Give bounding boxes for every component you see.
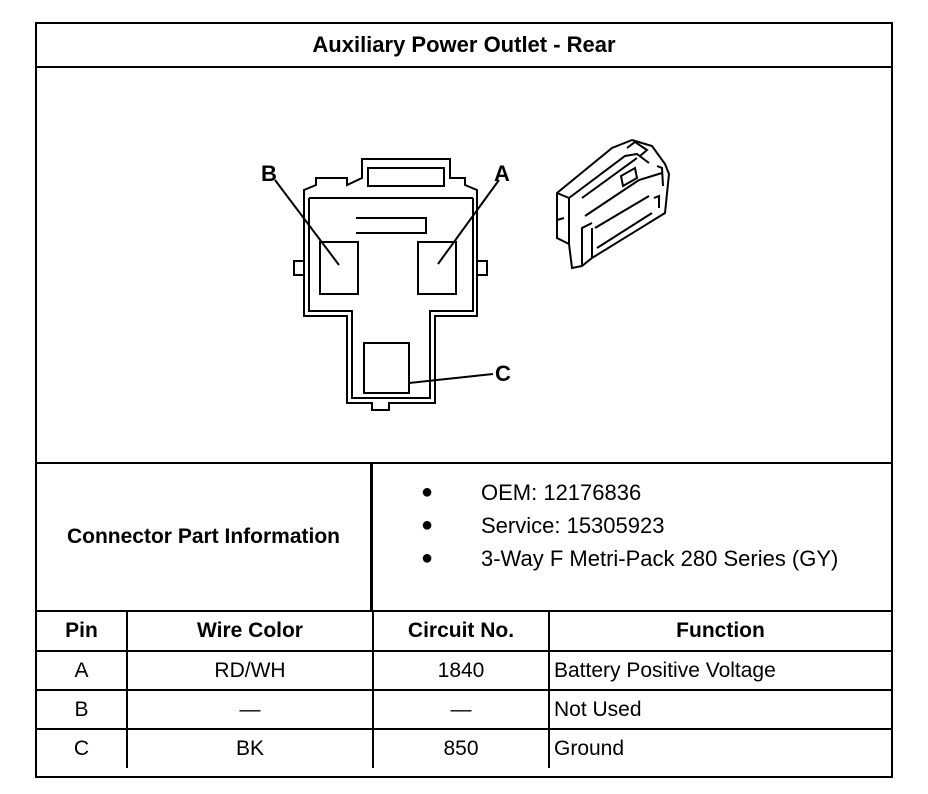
cell-function: Battery Positive Voltage bbox=[548, 650, 891, 691]
cell-pin: A bbox=[37, 650, 128, 691]
bullet-icon: ● bbox=[420, 547, 434, 569]
info-item-service: ● Service: 15305923 bbox=[373, 509, 891, 542]
connector-part-info-label: Connector Part Information bbox=[37, 464, 373, 610]
table-row: B — — Not Used bbox=[37, 689, 891, 730]
pin-table-header: Pin Wire Color Circuit No. Function bbox=[37, 612, 891, 652]
pin-label-b: B bbox=[261, 161, 277, 186]
cell-function: Ground bbox=[548, 728, 891, 768]
bullet-icon: ● bbox=[420, 481, 434, 503]
cell-function: Not Used bbox=[548, 689, 891, 730]
cell-pin: C bbox=[37, 728, 128, 768]
connector-part-info: Connector Part Information ● OEM: 121768… bbox=[37, 462, 891, 612]
connector-diagram: B A C bbox=[37, 68, 891, 462]
connector-isometric-icon bbox=[556, 138, 671, 270]
info-item-text: 3-Way F Metri-Pack 280 Series (GY) bbox=[481, 545, 839, 571]
header-wire-color: Wire Color bbox=[126, 612, 374, 652]
bullet-icon: ● bbox=[420, 514, 434, 536]
header-pin: Pin bbox=[37, 612, 128, 652]
cell-circuit: — bbox=[372, 689, 550, 730]
table-row: C BK 850 Ground bbox=[37, 728, 891, 768]
header-circuit: Circuit No. bbox=[372, 612, 550, 652]
info-item-text: Service: 15305923 bbox=[481, 512, 665, 538]
page-title: Auxiliary Power Outlet - Rear bbox=[37, 24, 891, 68]
pin-label-a: A bbox=[494, 161, 510, 186]
connector-face-drawing: B A C bbox=[261, 138, 671, 411]
pin-table: Pin Wire Color Circuit No. Function A RD… bbox=[37, 612, 891, 768]
info-item-text: OEM: 12176836 bbox=[481, 479, 642, 505]
info-item-type: ● 3-Way F Metri-Pack 280 Series (GY) bbox=[373, 542, 891, 575]
info-item-oem: ● OEM: 12176836 bbox=[373, 476, 891, 509]
cell-wire-color: BK bbox=[126, 728, 374, 768]
cell-wire-color: — bbox=[126, 689, 374, 730]
connector-frame: Auxiliary Power Outlet - Rear bbox=[35, 22, 893, 778]
pin-label-c: C bbox=[495, 361, 511, 386]
cell-wire-color: RD/WH bbox=[126, 650, 374, 691]
cell-circuit: 1840 bbox=[372, 650, 550, 691]
cell-circuit: 850 bbox=[372, 728, 550, 768]
table-row: A RD/WH 1840 Battery Positive Voltage bbox=[37, 650, 891, 691]
header-function: Function bbox=[548, 612, 891, 652]
connector-part-info-list: ● OEM: 12176836 ● Service: 15305923 ● 3-… bbox=[373, 464, 891, 610]
cell-pin: B bbox=[37, 689, 128, 730]
